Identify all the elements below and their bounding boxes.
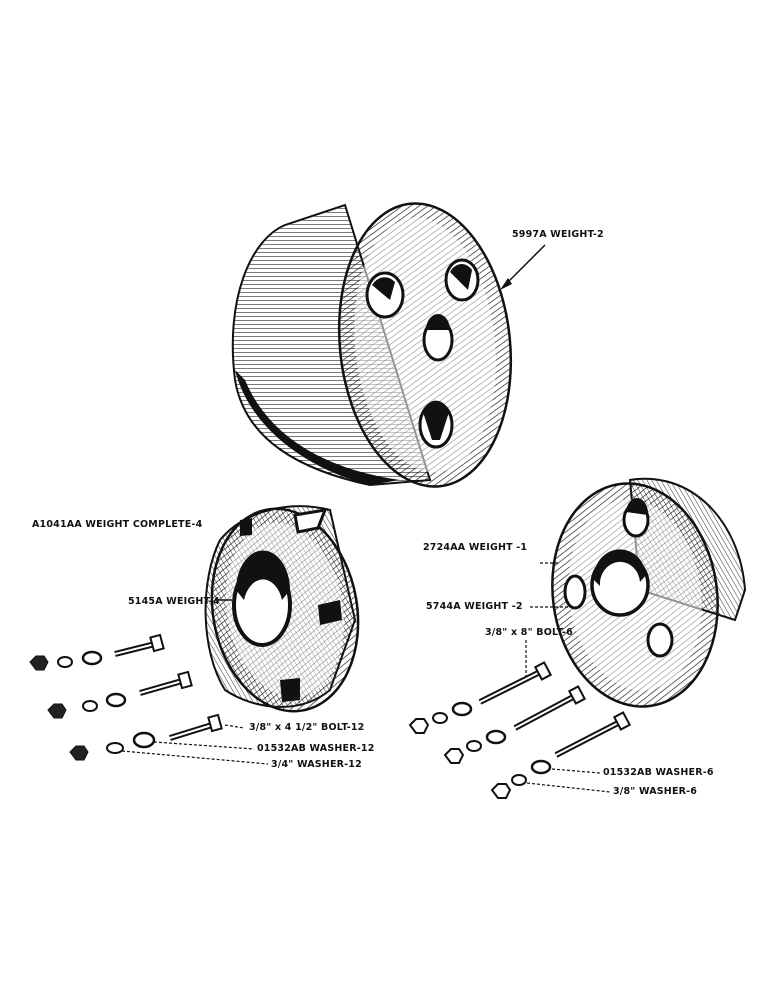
right-weight-drawing [530,477,747,708]
label-washer-right-2: 3/8" WASHER-6 [613,786,698,797]
label-washer-left-1: 01532AB WASHER-12 [257,743,375,754]
label-a1041aa-weight-complete: A1041AA WEIGHT COMPLETE-4 [32,519,203,530]
label-washer-left-2: 3/4" WASHER-12 [271,759,362,770]
label-5997a-weight: 5997A WEIGHT-2 [512,229,604,240]
label-2724aa-weight: 2724AA WEIGHT -1 [423,542,528,553]
top-weight-holes [365,258,480,449]
left-weight-drawing [204,505,360,713]
label-5145a-weight: 5145A WEIGHT-4 [128,596,220,607]
right-fasteners [408,640,632,799]
label-bolt-right: 3/8" x 8" BOLT-6 [485,627,573,638]
label-bolt-left: 3/8" x 4 1/2" BOLT-12 [249,722,365,733]
label-washer-right-1: 01532AB WASHER-6 [603,767,714,778]
left-fasteners [29,633,269,765]
top-weight-drawing [231,202,546,488]
label-5744a-weight: 5744A WEIGHT -2 [426,601,523,612]
